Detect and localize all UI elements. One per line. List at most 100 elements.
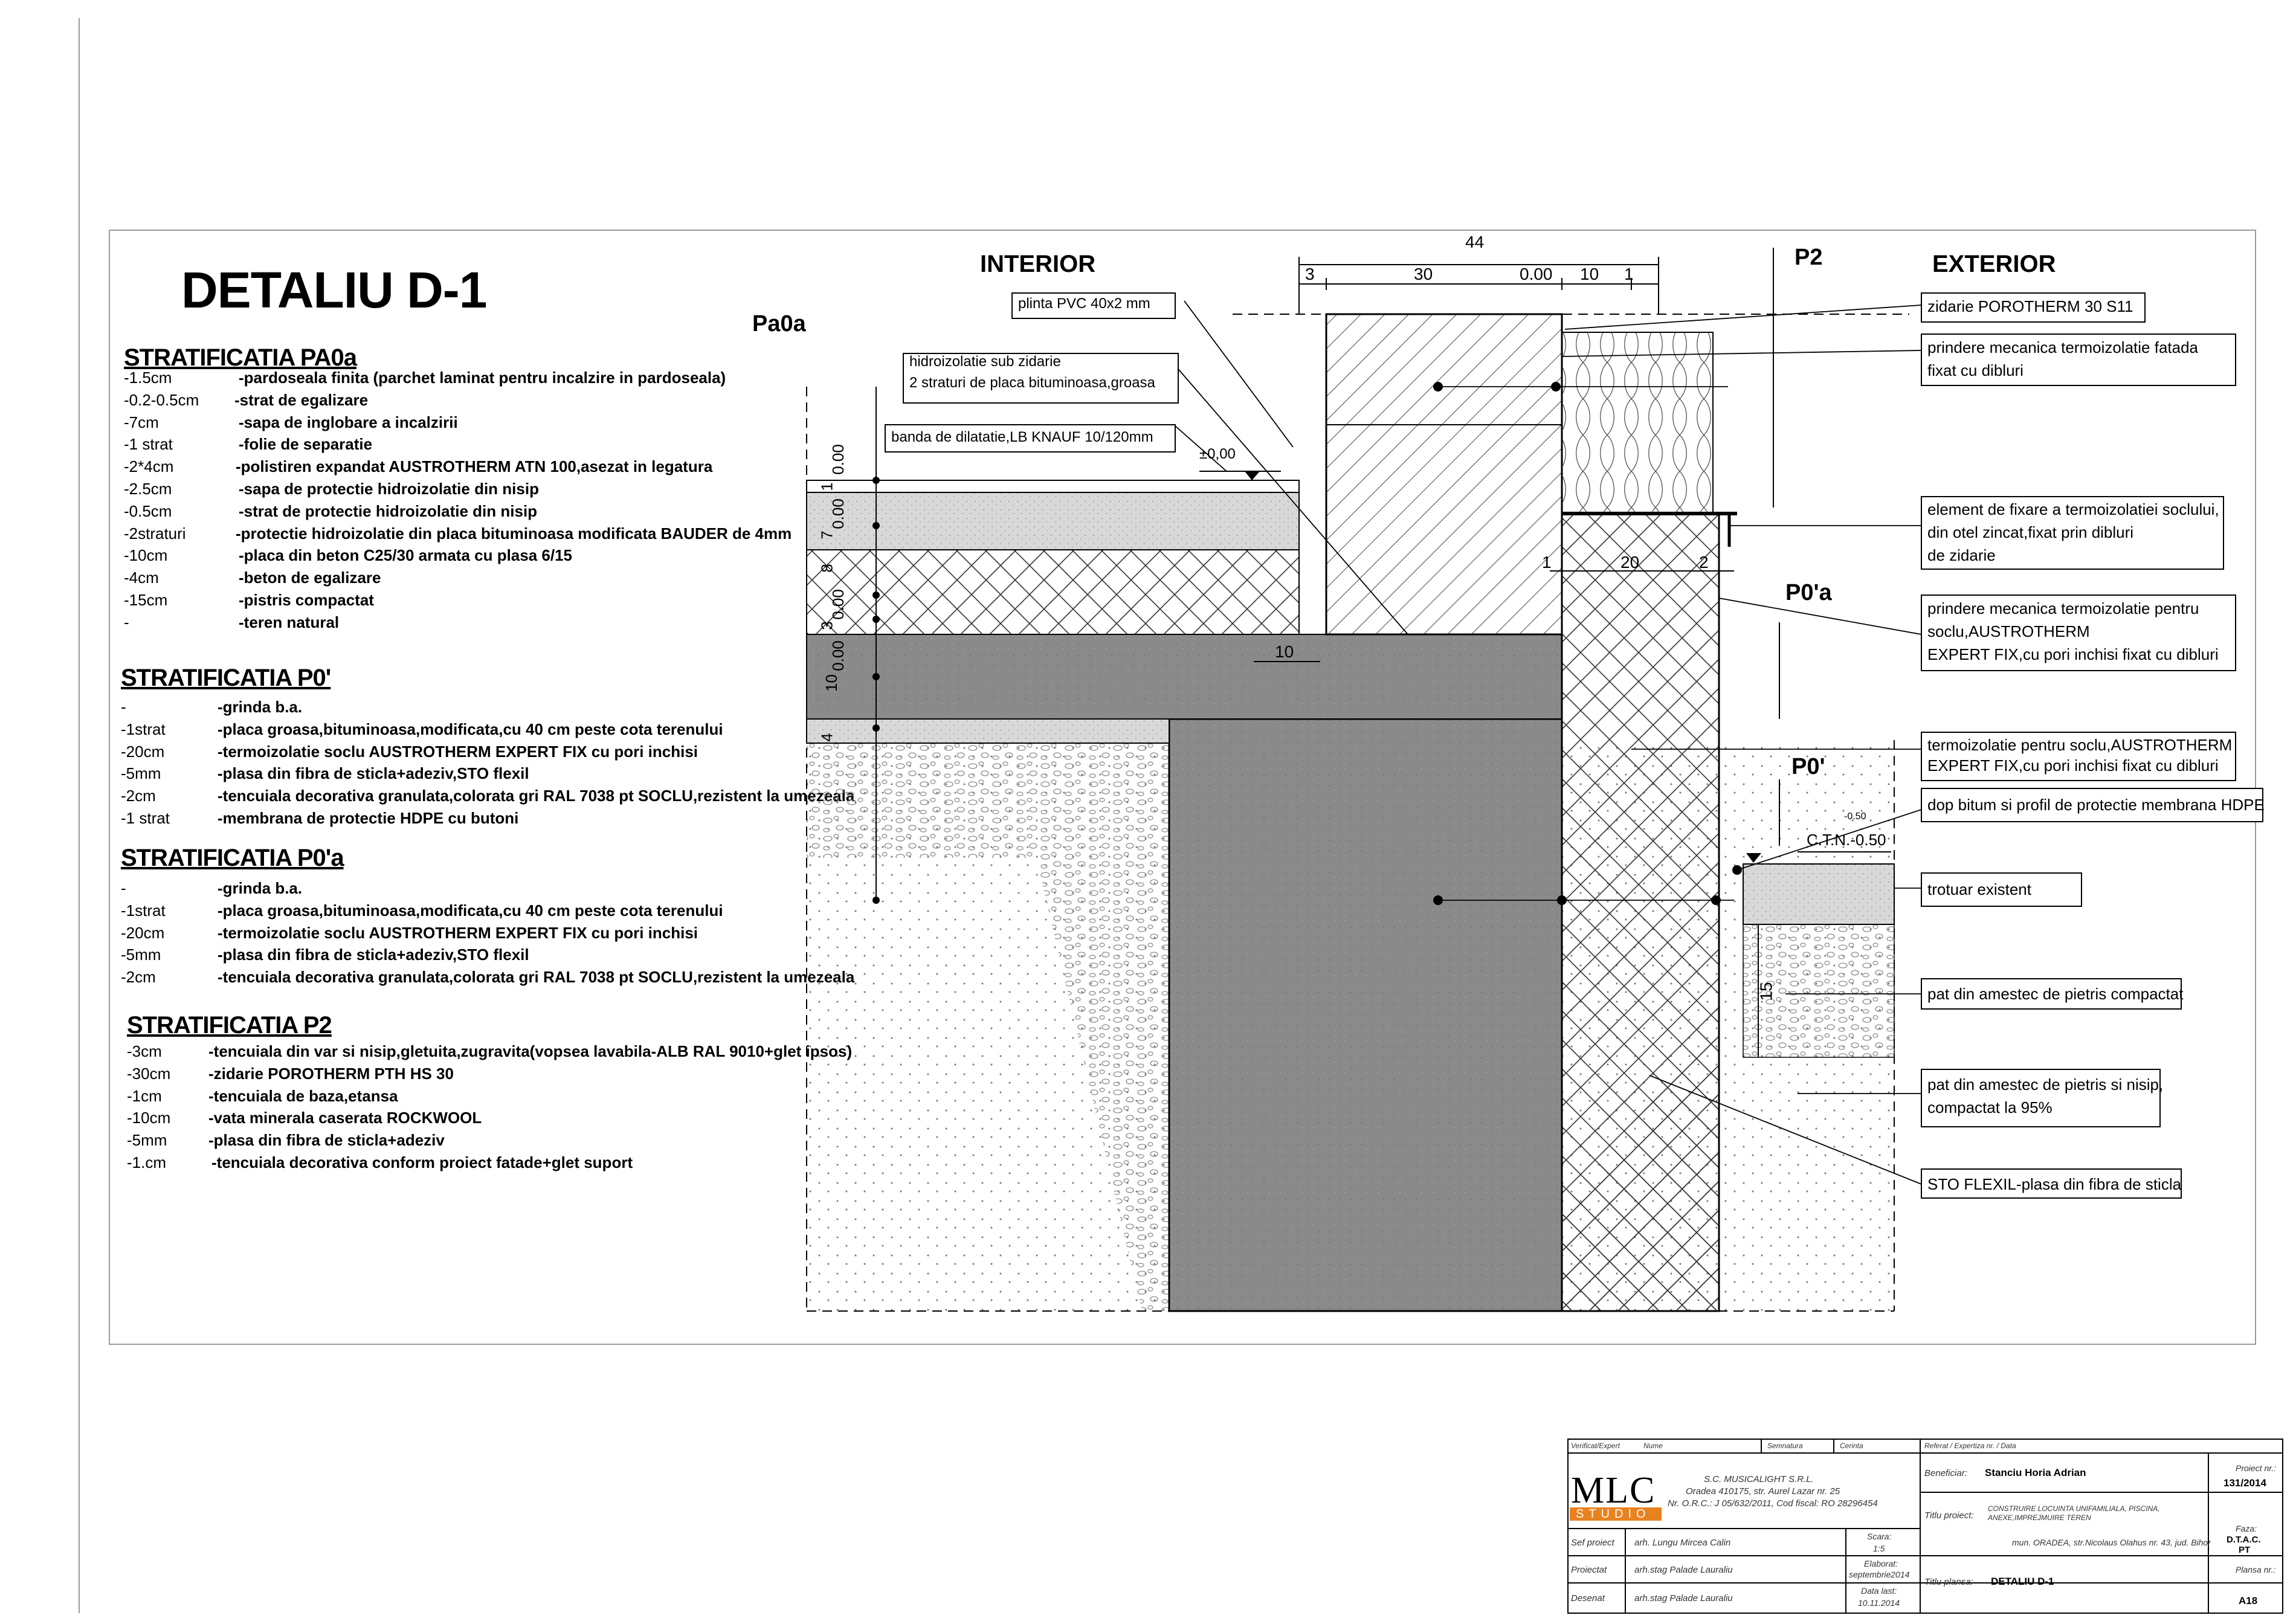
dim-mid-20: 20 <box>1620 553 1640 572</box>
layer-row: -2*4cm-polistiren expandat AUSTROTHERM A… <box>124 457 712 476</box>
layer-row: -5mm -plasa din fibra de sticla+adeziv,ST… <box>121 764 529 783</box>
layer-thickness: -15cm <box>124 591 168 609</box>
layer-thickness: -5mm <box>121 946 161 964</box>
layer-row: --grinda b.a. <box>121 698 302 717</box>
tb-sef: arh. Lungu Mircea Calin <box>1634 1538 1731 1548</box>
tb-titlu3: mun. ORADEA, str.Nicolaus Olahus nr. 43,… <box>2012 1538 2211 1547</box>
tb-data-label: Data last: <box>1861 1586 1897 1596</box>
dim-000: 0.00 <box>1520 265 1553 283</box>
callout-dop: dop bitum si profil de protectie membran… <box>1927 796 2265 814</box>
layer-thickness: - <box>121 879 126 897</box>
layer-thickness: -5mm <box>121 764 161 783</box>
dim-10-top: 10 <box>1580 265 1599 283</box>
layer-row: -30cm-zidarie POROTHERM PTH HS 30 <box>127 1065 454 1083</box>
sheet-outer-frame <box>79 18 2284 1613</box>
layer-row: -20cm -termoizolatie soclu AUSTROTHERM EX… <box>121 742 698 761</box>
layer-thickness: -1strat <box>121 901 166 920</box>
callout-element1: element de fixare a termoizolatiei soclu… <box>1927 500 2219 518</box>
dim-mid-2: 2 <box>1699 553 1709 572</box>
tb-scara-label: Scara: <box>1867 1532 1892 1541</box>
tb-beneficiar-label: Beneficiar: <box>1924 1468 1967 1478</box>
layer-description: -tencuiala de baza,etansa <box>208 1086 398 1105</box>
label-p0a: P0'a <box>1785 580 1832 605</box>
layer-description: -pardoseala finita (parchet laminat pent… <box>239 369 726 387</box>
layer-row: -20cm -termoizolatie soclu AUSTROTHERM EX… <box>121 923 698 942</box>
callout-prindere2a: prindere mecanica termoizolatie pentru <box>1927 599 2199 617</box>
level-ctn: C.T.N.-0.50 <box>1807 831 1886 849</box>
layer-thickness: -1.cm <box>127 1153 166 1171</box>
layer-row: -1 strat-folie de separatie <box>124 435 372 454</box>
layer-description: -termoizolatie soclu AUSTROTHERM EXPERT … <box>218 923 698 942</box>
tb-scara: 1:5 <box>1873 1544 1885 1553</box>
layer-description: -sapa de inglobare a incalzirii <box>239 413 458 431</box>
layer-thickness: -4cm <box>124 569 159 587</box>
tb-semnatura: Semnatura <box>1767 1442 1803 1450</box>
layer-row: -2cm-tencuiala decorativa granulata,colo… <box>121 968 854 987</box>
tb-proiect-nr-label: Proiect nr.: <box>2236 1463 2277 1473</box>
tb-proiectat-label: Proiectat <box>1571 1565 1607 1575</box>
section-heading-p2: STRATIFICATIA P2 <box>127 1012 332 1039</box>
tb-sef-label: Sef proiect <box>1571 1538 1614 1548</box>
section-heading-pa0a: STRATIFICATIA PA0a <box>124 344 357 371</box>
tb-plansa: DETALIU D-1 <box>1991 1576 2054 1587</box>
label-p2: P2 <box>1795 245 1823 270</box>
tb-verificat: Verificat/Expert <box>1571 1442 1620 1450</box>
tb-company3: Nr. O.R.C.: J 05/632/2011, Cod fiscal: R… <box>1668 1498 1878 1509</box>
callout-banda: banda de dilatatie,LB KNAUF 10/120mm <box>891 429 1153 445</box>
tb-plansa-label: Titlu plansa: <box>1924 1577 1973 1587</box>
layer-row: -4cm -beton de egalizare <box>124 569 381 587</box>
layer-description: -termoizolatie soclu AUSTROTHERM EXPERT … <box>218 742 698 761</box>
section-heading-p0: STRATIFICATIA P0' <box>121 665 331 691</box>
layer-thickness: -2*4cm <box>124 457 174 476</box>
layer-thickness: -0.2-0.5cm <box>124 390 199 409</box>
tb-proiectat: arh.stag Palade Lauraliu <box>1634 1565 1733 1575</box>
tb-cerinta: Cerinta <box>1840 1442 1863 1450</box>
layer-description: -protectie hidroizolatie din placa bitum… <box>236 524 792 543</box>
callout-prindere2b: soclu,AUSTROTHERM <box>1927 622 2090 640</box>
layer-row: -2cm-tencuiala decorativa granulata,colo… <box>121 787 854 805</box>
layer-row: -3cm-tencuiala din var si nisip,gletuita… <box>127 1042 852 1061</box>
callout-hidro1: hidroizolatie sub zidarie <box>909 353 1061 370</box>
layer-row: -1 strat-membrana de protectie HDPE cu b… <box>121 809 518 828</box>
tb-desenat: arh.stag Palade Lauraliu <box>1634 1593 1733 1603</box>
label-interior: INTERIOR <box>980 251 1096 277</box>
tb-elaborat-label: Elaborat: <box>1864 1559 1898 1568</box>
callout-sto: STO FLEXIL-plasa din fibra de sticla <box>1927 1175 2182 1193</box>
dim-total: 44 <box>1465 233 1485 251</box>
layer-description: -plasa din fibra de sticla+adeziv,STO fl… <box>218 946 529 964</box>
layer-row: --grinda b.a. <box>121 879 302 898</box>
callout-termo1: termoizolatie pentru soclu,AUSTROTHERM <box>1927 736 2233 754</box>
layer-row: -10cm -placa din beton C25/30 armata cu p… <box>124 546 572 565</box>
layer-description: -beton de egalizare <box>239 569 381 587</box>
layer-thickness: -20cm <box>121 923 165 942</box>
layer-description: -vata minerala caserata ROCKWOOL <box>208 1109 482 1127</box>
layer-thickness: -20cm <box>121 742 165 761</box>
layer-row: -15cm-pistris compactat <box>124 591 374 610</box>
level-000: ±0,00 <box>1199 446 1236 462</box>
layer-description: -placa din beton C25/30 armata cu plasa … <box>239 546 573 565</box>
callout-hidro2: 2 straturi de placa bituminoasa,groasa <box>909 375 1155 391</box>
layer-row: -1cm-tencuiala de baza,etansa <box>127 1087 398 1106</box>
tb-titlu1: CONSTRUIRE LOCUINTA UNIFAMILIALA, PISCIN… <box>1988 1504 2160 1513</box>
layer-description: -teren natural <box>239 613 340 631</box>
layer-description: -plasa din fibra de sticla+adeziv <box>208 1131 445 1150</box>
layer-description: -grinda b.a. <box>218 698 303 716</box>
layer-row: -1strat-placa groasa,bituminoasa,modific… <box>121 720 723 739</box>
layer-description: -placa groasa,bituminoasa,modificata,cu … <box>218 901 723 920</box>
callout-zidarie: zidarie POROTHERM 30 S11 <box>1927 297 2133 315</box>
layer-thickness: -1 strat <box>121 809 170 827</box>
layer-description: -plasa din fibra de sticla+adeziv,STO fl… <box>218 764 529 783</box>
tb-faza-label: Faza: <box>2236 1524 2257 1533</box>
level-ctn-top: -0.50 <box>1844 811 1866 822</box>
page-title: DETALIU D-1 <box>181 262 487 318</box>
label-pa0a: Pa0a <box>752 311 806 337</box>
layer-thickness: -10cm <box>124 546 168 565</box>
callout-pat2a: pat din amestec de pietris si nisip, <box>1927 1075 2164 1094</box>
tb-proiect-nr: 131/2014 <box>2223 1477 2266 1489</box>
callout-element3: de zidarie <box>1927 546 1996 564</box>
layer-row: -0.2-0.5cm-strat de egalizare <box>124 390 368 410</box>
company-logo: MLC <box>1571 1470 1656 1511</box>
layer-thickness: -3cm <box>127 1042 162 1060</box>
layer-description: -strat de protectie hidroizolatie din ni… <box>239 501 538 520</box>
